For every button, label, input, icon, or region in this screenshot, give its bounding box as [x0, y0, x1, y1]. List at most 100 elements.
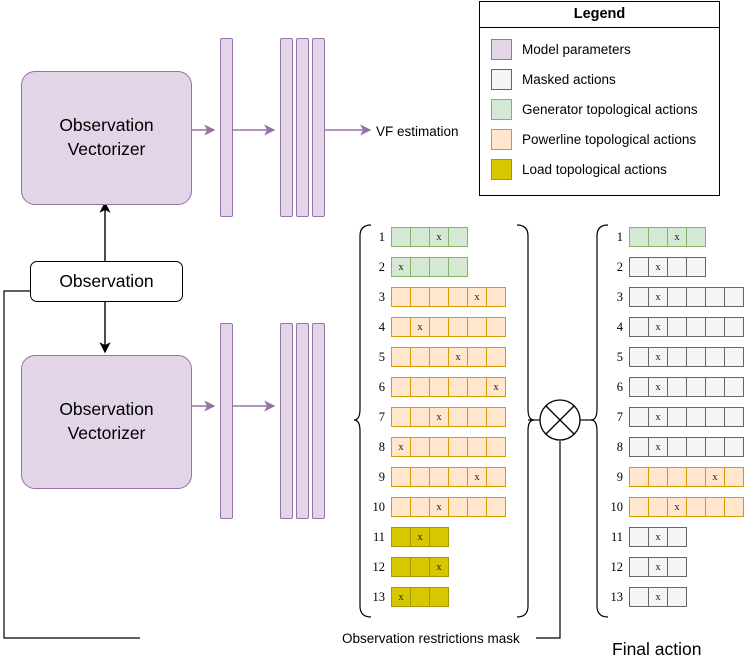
mask-cell[interactable]: [448, 257, 468, 277]
final-action-cell[interactable]: x: [705, 467, 725, 487]
mask-cell[interactable]: [467, 317, 487, 337]
mask-cell[interactable]: [391, 557, 411, 577]
final-action-cell[interactable]: [629, 587, 649, 607]
mask-cell[interactable]: [410, 437, 430, 457]
mask-cell[interactable]: [486, 437, 506, 457]
mask-cell[interactable]: [429, 587, 449, 607]
final-action-cell[interactable]: x: [648, 527, 668, 547]
final-action-cell[interactable]: [629, 527, 649, 547]
final-action-cell[interactable]: [686, 467, 706, 487]
mask-cell[interactable]: [448, 227, 468, 247]
final-action-cell[interactable]: x: [667, 497, 687, 517]
final-action-cell[interactable]: [705, 497, 725, 517]
final-action-cell[interactable]: [686, 437, 706, 457]
mask-cell[interactable]: [429, 257, 449, 277]
mask-cell[interactable]: [391, 317, 411, 337]
final-action-cell[interactable]: [629, 347, 649, 367]
mask-cell[interactable]: [429, 467, 449, 487]
mask-cell[interactable]: [448, 317, 468, 337]
mask-cell[interactable]: [391, 527, 411, 547]
mask-cell[interactable]: [410, 557, 430, 577]
mask-cell[interactable]: [467, 407, 487, 427]
mask-cell[interactable]: [448, 407, 468, 427]
final-action-cell[interactable]: [629, 227, 649, 247]
final-action-cell[interactable]: [667, 467, 687, 487]
mask-cell[interactable]: x: [391, 257, 411, 277]
mask-cell[interactable]: [410, 467, 430, 487]
final-action-cell[interactable]: [667, 557, 687, 577]
final-action-cell[interactable]: [724, 407, 744, 427]
final-action-cell[interactable]: [705, 377, 725, 397]
final-action-cell[interactable]: [667, 317, 687, 337]
mask-cell[interactable]: [410, 287, 430, 307]
final-action-cell[interactable]: x: [648, 437, 668, 457]
mask-cell[interactable]: [391, 347, 411, 367]
mask-cell[interactable]: [429, 347, 449, 367]
mask-cell[interactable]: [410, 227, 430, 247]
mask-cell[interactable]: [429, 317, 449, 337]
final-action-cell[interactable]: [686, 407, 706, 427]
final-action-cell[interactable]: [686, 377, 706, 397]
final-action-cell[interactable]: [724, 287, 744, 307]
final-action-cell[interactable]: [705, 347, 725, 367]
final-action-cell[interactable]: [667, 437, 687, 457]
mask-cell[interactable]: [410, 257, 430, 277]
mask-cell[interactable]: [486, 317, 506, 337]
mask-cell[interactable]: x: [429, 497, 449, 517]
final-action-cell[interactable]: [686, 227, 706, 247]
final-action-cell[interactable]: [667, 527, 687, 547]
final-action-cell[interactable]: [686, 287, 706, 307]
mask-cell[interactable]: x: [467, 287, 487, 307]
mask-cell[interactable]: [448, 287, 468, 307]
mask-cell[interactable]: x: [391, 437, 411, 457]
mask-cell[interactable]: [410, 587, 430, 607]
final-action-cell[interactable]: [629, 317, 649, 337]
final-action-cell[interactable]: [629, 287, 649, 307]
final-action-cell[interactable]: [667, 377, 687, 397]
final-action-cell[interactable]: x: [667, 227, 687, 247]
final-action-cell[interactable]: [648, 227, 668, 247]
final-action-cell[interactable]: [724, 497, 744, 517]
mask-cell[interactable]: x: [429, 407, 449, 427]
mask-cell[interactable]: [391, 377, 411, 397]
final-action-cell[interactable]: [686, 317, 706, 337]
observation-box[interactable]: Observation: [30, 261, 183, 302]
final-action-cell[interactable]: x: [648, 407, 668, 427]
mask-cell[interactable]: [467, 377, 487, 397]
final-action-cell[interactable]: [667, 257, 687, 277]
final-action-cell[interactable]: [705, 317, 725, 337]
final-action-cell[interactable]: [705, 287, 725, 307]
mask-cell[interactable]: [486, 497, 506, 517]
mask-cell[interactable]: [486, 347, 506, 367]
mask-cell[interactable]: x: [467, 467, 487, 487]
final-action-cell[interactable]: x: [648, 317, 668, 337]
final-action-cell[interactable]: [724, 377, 744, 397]
final-action-cell[interactable]: [648, 497, 668, 517]
mask-cell[interactable]: [429, 377, 449, 397]
mask-cell[interactable]: x: [429, 557, 449, 577]
final-action-cell[interactable]: [724, 347, 744, 367]
final-action-cell[interactable]: [629, 497, 649, 517]
final-action-cell[interactable]: x: [648, 557, 668, 577]
final-action-cell[interactable]: x: [648, 377, 668, 397]
final-action-cell[interactable]: [686, 497, 706, 517]
final-action-cell[interactable]: [724, 467, 744, 487]
